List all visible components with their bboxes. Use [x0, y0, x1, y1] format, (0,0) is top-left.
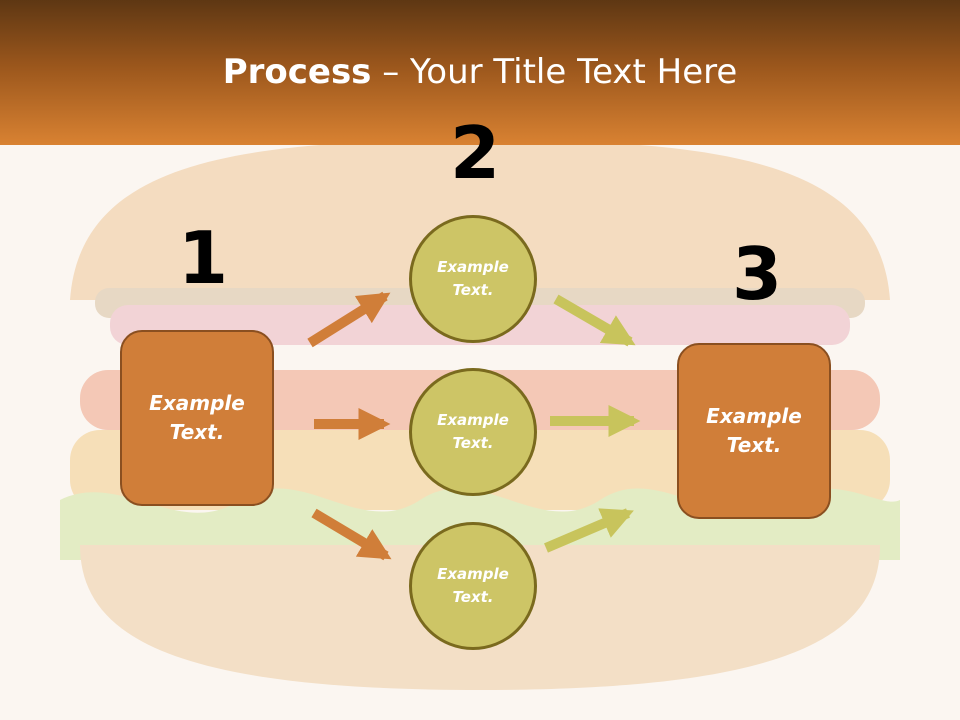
arrow-left-to-circle-1	[307, 291, 391, 348]
circle-3-text: Example Text.	[437, 565, 509, 606]
left-box-text: Example Text.	[149, 391, 245, 444]
title-rest: – Your Title Text Here	[371, 52, 738, 92]
arrow-circle-1-to-right	[553, 294, 636, 347]
title-banner	[0, 0, 960, 145]
left-process-box: Example Text.	[120, 330, 274, 506]
circle-1-text: Example Text.	[437, 258, 509, 299]
step-number-2: 2	[450, 111, 501, 195]
process-circle-3: Example Text.	[409, 522, 537, 650]
arrow-left-to-circle-3	[311, 508, 392, 561]
process-circle-2: Example Text.	[409, 368, 537, 496]
right-process-box: Example Text.	[677, 343, 831, 519]
circle-2-text: Example Text.	[437, 411, 509, 452]
process-circle-1: Example Text.	[409, 215, 537, 343]
arrow-circle-3-to-right	[544, 508, 634, 553]
slide-title: Process – Your Title Text Here	[0, 52, 960, 92]
step-number-3: 3	[732, 232, 783, 316]
step-number-1: 1	[178, 216, 229, 300]
right-box-text: Example Text.	[706, 404, 802, 457]
title-bold: Process	[222, 52, 372, 92]
